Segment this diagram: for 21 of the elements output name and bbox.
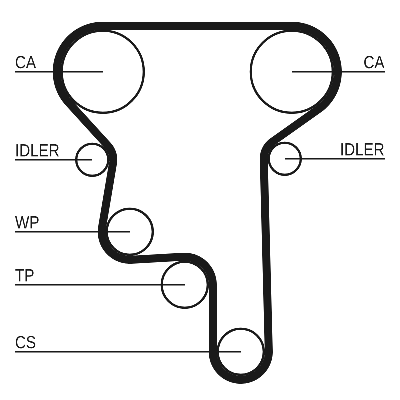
pulley-circle	[216, 328, 266, 376]
leader-line	[15, 71, 103, 73]
pulley-circle	[106, 208, 154, 256]
pulley-circle	[268, 142, 302, 176]
pulley-circle	[160, 260, 210, 310]
pulley-circle	[75, 142, 110, 178]
leader-line	[292, 71, 386, 73]
pulley-circle	[250, 30, 334, 114]
part-label: WP	[15, 216, 39, 229]
part-label: TP	[16, 270, 34, 282]
part-label: CA	[364, 56, 385, 69]
part-label: CS	[16, 336, 36, 349]
part-label: CA	[16, 56, 36, 69]
leader-line	[15, 351, 241, 353]
leader-line	[15, 284, 185, 286]
part-label: IDLER	[16, 144, 60, 157]
part-label: IDLER	[342, 144, 384, 156]
leader-line	[15, 231, 130, 233]
leader-line	[15, 159, 92, 161]
pulley-circle	[60, 30, 146, 114]
leader-line	[285, 158, 386, 160]
